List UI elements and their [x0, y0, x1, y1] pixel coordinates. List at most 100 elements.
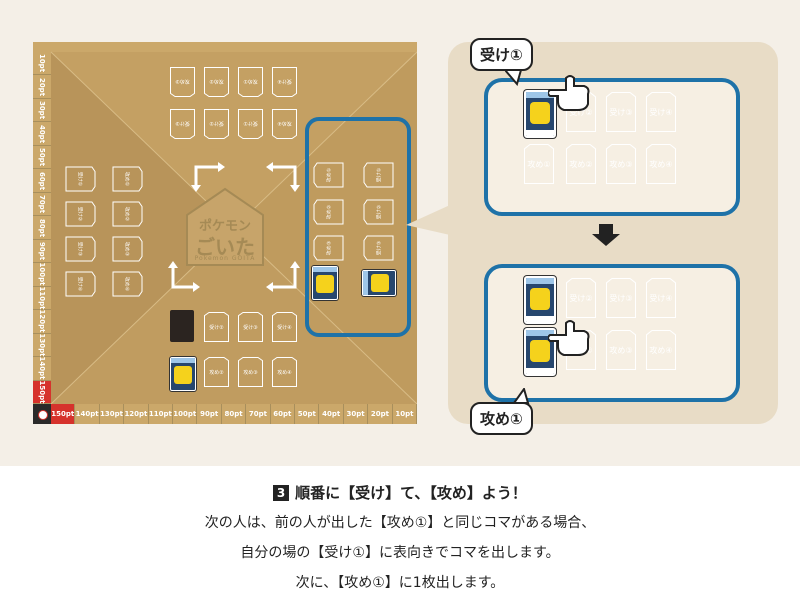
- piece-slot: 攻め②: [204, 357, 229, 387]
- score-cell: 100pt: [173, 404, 198, 424]
- piece-slot: 攻め③: [112, 236, 143, 262]
- piece-slot: 受け②: [363, 199, 394, 225]
- pokemon-card-right-1: [312, 266, 338, 300]
- piece-slot: 攻め④: [646, 144, 676, 184]
- piece-slot: 受け④: [272, 312, 297, 342]
- pokemon-card-bottom: [170, 357, 196, 391]
- piece-slot: 受け③: [170, 109, 195, 139]
- piece-slot: 受け③: [606, 92, 636, 132]
- step-heading: 3 順番に【受け】て、【攻め】よう！: [0, 482, 800, 503]
- piece-slot: 攻め④: [272, 109, 297, 139]
- pokeball-icon: [33, 404, 51, 424]
- score-cell: 10pt: [33, 52, 51, 76]
- callout-tail-top: [505, 70, 523, 86]
- piece-slot: 攻め①: [313, 162, 344, 188]
- heading-text: 順番に【受け】て、【攻め】よう！: [295, 484, 527, 502]
- step-number: 3: [273, 485, 290, 501]
- score-cell: 60pt: [271, 404, 296, 424]
- logo-badge-icon: [186, 187, 264, 266]
- arrow-down-icon: [592, 224, 620, 246]
- highlight-frame: [305, 117, 411, 337]
- score-cell: 120pt: [33, 310, 51, 334]
- piece-slot: 受け②: [204, 109, 229, 139]
- piece-slot: 攻め②: [204, 67, 229, 97]
- score-cell: 40pt: [319, 404, 344, 424]
- piece-slot: 攻め④: [646, 330, 676, 370]
- piece-slot: 受け②: [566, 278, 596, 318]
- score-cell: 130pt: [33, 333, 51, 358]
- piece-slot: 受け①: [238, 109, 263, 139]
- piece-slot: 受け③: [363, 235, 394, 261]
- callout-tail-bottom: [512, 388, 530, 404]
- piece-slot: 受け③: [606, 278, 636, 318]
- score-cell: 90pt: [197, 404, 222, 424]
- score-cell: 10pt: [393, 404, 418, 424]
- score-cell: 70pt: [246, 404, 271, 424]
- score-cell: 20pt: [33, 75, 51, 99]
- piece-slot: 攻め③: [238, 357, 263, 387]
- score-cell: 110pt: [33, 286, 51, 311]
- piece-slot: 攻め①: [112, 166, 143, 192]
- zoom-connector: [406, 205, 450, 235]
- score-cell: 80pt: [33, 216, 51, 240]
- piece-slot: 受け④: [272, 67, 297, 97]
- callout-receive-1: 受け①: [470, 38, 533, 71]
- piece-slot: 受け①: [363, 162, 394, 188]
- pokemon-card-receive: [524, 90, 556, 138]
- logo-line1: ポケモン: [198, 219, 251, 234]
- logo-line2: ごいた: [195, 235, 255, 259]
- pointing-hand-icon: [548, 320, 590, 356]
- piece-slot: 攻め④: [272, 357, 297, 387]
- piece-slot: 受け③: [238, 312, 263, 342]
- score-cell: 70pt: [33, 193, 51, 217]
- piece-slot: 受け③: [65, 236, 96, 262]
- piece-slot: 受け②: [65, 201, 96, 227]
- pointing-hand-icon: [548, 75, 590, 111]
- logo-line3: Pokemon GOITA: [194, 255, 256, 262]
- score-cell: 120pt: [124, 404, 149, 424]
- piece-slot: 攻め②: [313, 199, 344, 225]
- piece-slot: 攻め③: [313, 235, 344, 261]
- piece-slot: 攻め③: [606, 144, 636, 184]
- piece-slot: 攻め③: [170, 67, 195, 97]
- instruction-line-2: 自分の場の【受け①】に表向きでコマを出します。: [240, 545, 560, 561]
- score-cell: 20pt: [368, 404, 393, 424]
- score-cell: 130pt: [100, 404, 125, 424]
- piece-slot: 受け④: [65, 271, 96, 297]
- score-cell: 90pt: [33, 240, 51, 264]
- piece-slot: 受け①: [65, 166, 96, 192]
- piece-slot: 攻め②: [566, 144, 596, 184]
- score-cell: 150pt: [33, 380, 51, 405]
- score-cell: 30pt: [33, 99, 51, 123]
- instruction-line-3: 次に、【攻め①】に1枚出します。: [295, 575, 505, 591]
- piece-slot: 攻め①: [238, 67, 263, 97]
- pokemon-goita-logo: ポケモン ごいた Pokemon GOITA: [183, 187, 267, 267]
- score-cell: 50pt: [33, 146, 51, 170]
- piece-slot: 攻め②: [112, 201, 143, 227]
- piece-slot: 受け④: [646, 278, 676, 318]
- score-cell: 60pt: [33, 169, 51, 193]
- piece-slot: 攻め③: [606, 330, 636, 370]
- score-cell: 110pt: [149, 404, 174, 424]
- instruction-line-1: 次の人は、前の人が出した【攻め①】と同じコマがある場合、: [204, 515, 596, 531]
- score-cell: 100pt: [33, 263, 51, 287]
- score-cell: 140pt: [33, 357, 51, 381]
- piece-slot: 攻め④: [112, 271, 143, 297]
- score-cell: 80pt: [222, 404, 247, 424]
- piece-slot: 受け④: [646, 92, 676, 132]
- score-cell: 140pt: [75, 404, 100, 424]
- score-cell: 50pt: [295, 404, 320, 424]
- callout-attack-1: 攻め①: [470, 402, 533, 435]
- piece-slot: 受け②: [204, 312, 229, 342]
- piece-slot: 攻め①: [524, 144, 554, 184]
- face-down-card: [170, 310, 194, 342]
- score-cell: 30pt: [344, 404, 369, 424]
- score-cell: 40pt: [33, 122, 51, 146]
- score-cell: 150pt: [51, 404, 76, 424]
- pokemon-card-receive: [524, 276, 556, 324]
